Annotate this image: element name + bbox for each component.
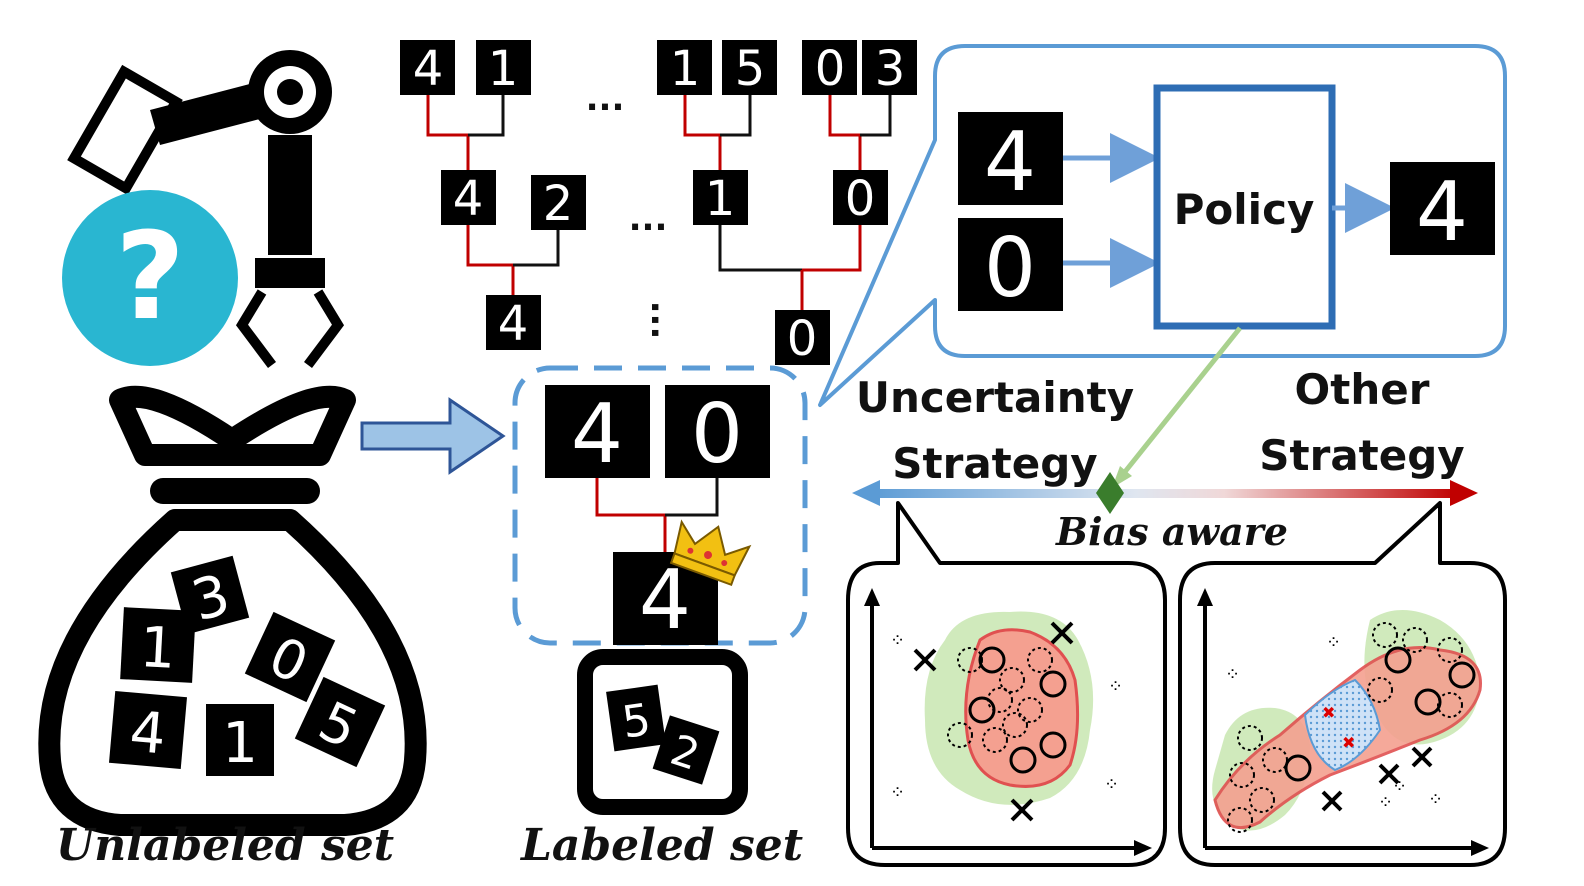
svg-text:5: 5 xyxy=(735,41,766,97)
tile-r1: 1 xyxy=(476,40,531,97)
svg-text:⁘: ⁘ xyxy=(1326,632,1341,653)
question-icon: ? xyxy=(62,190,238,366)
policy-to-bias-arrow xyxy=(1118,326,1242,480)
bag-digits: 3 1 0 4 1 5 xyxy=(108,555,386,776)
tile-r2: 0 xyxy=(833,170,888,227)
other-label-line1: Other xyxy=(1295,365,1430,414)
svg-text:✖: ✖ xyxy=(1322,703,1335,722)
bag-digit-tile: 4 xyxy=(108,690,188,770)
svg-text:⁘: ⁘ xyxy=(1104,774,1119,795)
svg-text:4: 4 xyxy=(453,171,484,227)
labeled-set-label: Labeled set xyxy=(519,820,803,871)
tournament-bracket: 4 1 ... 1 5 0 3 4 2 ... 1 0 4 ... 0 xyxy=(400,40,917,367)
svg-text:4: 4 xyxy=(571,387,623,482)
tile-r2: 2 xyxy=(531,175,586,232)
tile-r1: 1 xyxy=(657,40,712,97)
svg-text:4: 4 xyxy=(498,296,529,352)
svg-text:1: 1 xyxy=(705,171,736,227)
bag-digit-tile: 1 xyxy=(120,607,196,683)
svg-text:4: 4 xyxy=(127,700,168,768)
svg-text:1: 1 xyxy=(222,711,258,776)
policy-box xyxy=(1153,84,1336,330)
ellipsis: ... xyxy=(629,199,668,239)
svg-text:⁘: ⁘ xyxy=(890,782,905,803)
svg-text:⁘: ⁘ xyxy=(1392,776,1407,797)
svg-text:0: 0 xyxy=(691,387,743,482)
tile-r2: 1 xyxy=(693,170,748,227)
crown-icon xyxy=(669,519,752,587)
uncertainty-label-line2: Strategy xyxy=(892,439,1097,488)
bias-axis xyxy=(852,472,1478,514)
svg-text:⁘: ⁘ xyxy=(1378,792,1393,813)
svg-text:⁘: ⁘ xyxy=(890,630,905,651)
tile-r3: 4 xyxy=(486,295,541,352)
ellipsis: ... xyxy=(586,79,625,119)
svg-text:4: 4 xyxy=(639,553,691,648)
vertical-ellipsis: ... xyxy=(643,301,683,340)
bias-aware-label: Bias aware xyxy=(1055,509,1288,554)
tile-r1: 4 xyxy=(400,40,455,97)
svg-text:1: 1 xyxy=(488,41,519,97)
bag-to-match-arrow xyxy=(360,397,506,475)
bag-digit-tile: 5 xyxy=(294,676,386,768)
policy-panel: 4 0 Policy 4 xyxy=(818,44,1507,407)
tile-r1: 3 xyxy=(862,40,917,97)
svg-text:4: 4 xyxy=(413,41,444,97)
svg-text:⁘: ⁘ xyxy=(1428,789,1443,810)
svg-text:3: 3 xyxy=(875,41,906,97)
svg-text:?: ? xyxy=(115,208,185,347)
labeled-digit-tile: 2 xyxy=(652,715,720,785)
svg-text:⁘: ⁘ xyxy=(1225,664,1240,685)
other-scatter-panel: ✖ ✖ ⁘⁘ ⁘⁘ ⁘ xyxy=(1178,501,1507,867)
svg-text:⁘: ⁘ xyxy=(1108,676,1123,697)
tile-r3: 0 xyxy=(775,310,830,367)
svg-text:1: 1 xyxy=(670,41,701,97)
robot-arm-icon xyxy=(67,50,345,368)
tile-r1: 5 xyxy=(722,40,777,97)
svg-text:0: 0 xyxy=(845,171,876,227)
svg-text:2: 2 xyxy=(543,176,574,232)
policy-output: 4 xyxy=(1390,162,1495,260)
bag-digit-tile: 1 xyxy=(206,704,274,776)
final-match-box: 4 0 4 xyxy=(512,365,808,648)
svg-text:1: 1 xyxy=(138,615,177,682)
policy-input-bottom: 0 xyxy=(958,218,1063,316)
svg-text:0: 0 xyxy=(815,41,846,97)
unlabeled-set-label: Unlabeled set xyxy=(56,820,394,871)
svg-text:0: 0 xyxy=(787,311,818,367)
labeled-set-box: 5 2 xyxy=(577,649,748,815)
bias-marker xyxy=(1096,472,1124,514)
tile-r2: 4 xyxy=(441,170,496,227)
labeled-digit-tile: 5 xyxy=(606,684,666,752)
other-label-line2: Strategy xyxy=(1259,431,1464,480)
final-left-tile: 4 xyxy=(545,385,650,482)
svg-text:4: 4 xyxy=(984,115,1036,210)
uncertainty-scatter-panel: ⁘ ⁘ ⁘ ⁘ xyxy=(846,501,1167,867)
svg-text:4: 4 xyxy=(1416,165,1468,260)
tile-r1: 0 xyxy=(802,40,857,97)
policy-input-top: 4 xyxy=(958,112,1063,210)
uncertainty-label-line1: Uncertainty xyxy=(856,373,1134,422)
final-right-tile: 0 xyxy=(665,385,770,482)
bag-digit-tile: 0 xyxy=(244,611,336,703)
svg-text:✖: ✖ xyxy=(1342,733,1355,752)
policy-label: Policy xyxy=(1174,185,1315,234)
svg-text:0: 0 xyxy=(984,221,1036,316)
